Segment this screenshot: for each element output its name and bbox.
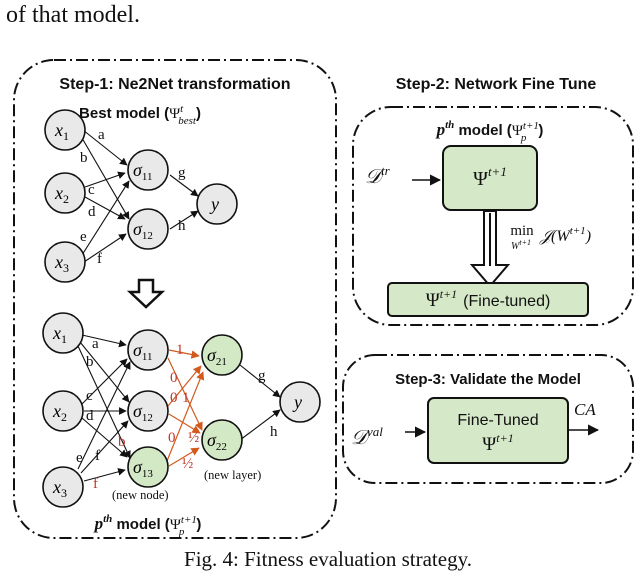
node-x3-bottom: x3 xyxy=(42,466,84,508)
bottom-edge-labels: a b c d e f g h xyxy=(76,336,278,466)
svg-text:σ12: σ12 xyxy=(133,401,153,424)
weight-b-new: b xyxy=(118,434,126,450)
objective-label: min Wt+1 𝒥(Wt+1) xyxy=(510,223,591,252)
edge-label-g: g xyxy=(178,165,186,181)
edge-label-c: c xyxy=(88,182,95,198)
weight-0-c: 0 xyxy=(168,430,176,446)
svg-text:σ22: σ22 xyxy=(207,430,227,453)
bottom-network-edges xyxy=(77,334,281,482)
edge-label-a: a xyxy=(98,127,105,143)
validate-box-line2: Ψt+1 xyxy=(482,431,513,455)
edge-label-b: b xyxy=(80,150,88,166)
svg-text:y: y xyxy=(209,194,219,214)
svg-text:σ13: σ13 xyxy=(133,457,153,480)
svg-text:σ11: σ11 xyxy=(133,160,152,183)
svg-text:x3: x3 xyxy=(52,477,67,500)
step1-panel xyxy=(13,59,337,539)
edge-label-d-bottom: d xyxy=(86,408,94,424)
edge-label-a-bottom: a xyxy=(92,336,99,352)
model-box-step2-label: Ψt+1 xyxy=(473,164,507,190)
weight-1-b: 1 xyxy=(182,390,190,406)
weight-0-b: 0 xyxy=(170,390,178,406)
svg-text:Wt+1: Wt+1 xyxy=(511,238,531,252)
edge-label-f: f xyxy=(97,251,102,267)
node-sigma13-new: σ13 xyxy=(127,446,169,488)
node-sigma22-new: σ22 xyxy=(201,419,243,461)
new-node-label: (new node) xyxy=(112,488,169,502)
step2-panel xyxy=(352,106,634,326)
new-layer-label: (new layer) xyxy=(204,468,261,482)
step3-panel xyxy=(342,354,634,484)
svg-text:x2: x2 xyxy=(54,183,69,206)
edge-label-h: h xyxy=(178,218,186,234)
node-sigma11-bottom: σ11 xyxy=(127,329,169,371)
finetuned-box xyxy=(387,282,589,317)
node-y-bottom: y xyxy=(279,381,321,423)
node-sigma11-top: σ11 xyxy=(127,149,169,191)
bottom-orange-edges xyxy=(166,349,205,467)
svg-text:σ21: σ21 xyxy=(207,345,227,368)
step3-title: Step-3: Validate the Model xyxy=(395,371,581,388)
node-y-top: y xyxy=(196,183,238,225)
finetuned-label: Ψt+1(Fine-tuned) xyxy=(426,287,551,311)
svg-text:σ12: σ12 xyxy=(133,219,153,242)
node-x1-bottom: x1 xyxy=(42,312,84,354)
step2-title: Step-2: Network Fine Tune xyxy=(396,76,597,93)
transform-down-arrow xyxy=(126,278,166,309)
edge-label-f-bottom: f xyxy=(95,448,100,464)
weight-half-a: ½ xyxy=(188,430,199,446)
top-caption: of that model. xyxy=(6,2,140,28)
svg-text:x1: x1 xyxy=(54,120,69,143)
node-sigma12-top: σ12 xyxy=(127,208,169,250)
node-x3-top: x3 xyxy=(44,241,86,283)
edge-label-d: d xyxy=(88,204,96,220)
svg-text:σ11: σ11 xyxy=(133,340,152,363)
top-network-edges xyxy=(81,129,199,263)
node-x2-bottom: x2 xyxy=(42,390,84,432)
svg-text:x3: x3 xyxy=(54,252,69,275)
train-data-label: 𝒟tr xyxy=(365,163,391,188)
figure-caption: Fig. 4: Fitness evaluation strategy. xyxy=(184,547,472,571)
edge-label-c-bottom: c xyxy=(86,388,93,404)
validate-box-line1: Fine-Tuned xyxy=(457,412,538,429)
step1-title: Step-1: Ne2Net transformation xyxy=(59,76,290,93)
edge-label-b-bottom: b xyxy=(86,354,94,370)
ca-output-label: CA xyxy=(574,400,596,419)
svg-text:x2: x2 xyxy=(52,401,67,424)
weight-half-b: ½ xyxy=(182,456,193,472)
edge-label-e-bottom: e xyxy=(76,450,83,466)
weight-f-new: f xyxy=(93,476,98,492)
weight-1-a: 1 xyxy=(176,342,184,358)
val-data-label: 𝒟val xyxy=(351,424,383,449)
svg-text:𝒥(Wt+1): 𝒥(Wt+1) xyxy=(539,225,591,245)
edge-label-g-bottom: g xyxy=(258,368,266,384)
svg-text:min: min xyxy=(510,223,534,239)
edge-label-e: e xyxy=(80,229,87,245)
node-x1-top: x1 xyxy=(44,109,86,151)
svg-text:y: y xyxy=(292,392,302,412)
edge-label-h-bottom: h xyxy=(270,424,278,440)
svg-text:x1: x1 xyxy=(52,323,67,346)
node-x2-top: x2 xyxy=(44,172,86,214)
node-sigma21-new: σ21 xyxy=(201,334,243,376)
weight-0-a: 0 xyxy=(170,370,178,386)
node-sigma12-bottom: σ12 xyxy=(127,390,169,432)
orange-weight-labels: 1 0 0 1 0 ½ b f ½ xyxy=(93,342,199,492)
top-edge-labels: a b c d e f g h xyxy=(80,127,186,267)
